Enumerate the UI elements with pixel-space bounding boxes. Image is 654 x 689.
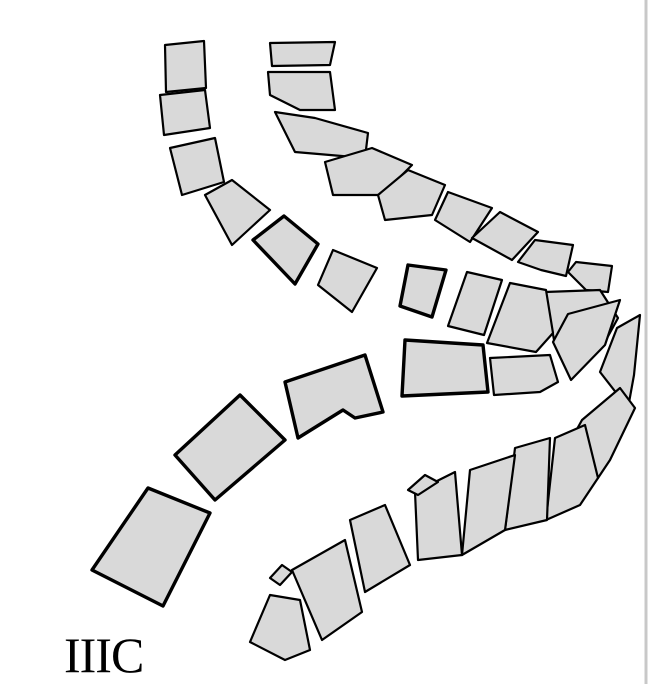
vertebra-lower-right-7 bbox=[350, 505, 410, 592]
vertebra-right-9 bbox=[568, 262, 612, 292]
vertebra-lower-left-2 bbox=[175, 395, 285, 500]
vertebra-lower-right-10 bbox=[270, 565, 292, 585]
vertebra-central-7 bbox=[490, 355, 558, 395]
right-upper-column bbox=[268, 42, 618, 352]
vertebra-right-2 bbox=[268, 72, 335, 110]
vertebra-left-6 bbox=[318, 250, 377, 312]
vertebra-left-5 bbox=[253, 216, 318, 284]
vertebra-lower-left-3 bbox=[92, 488, 210, 606]
vertebra-lower-right-4 bbox=[462, 455, 515, 555]
vertebra-lower-right-9 bbox=[250, 595, 310, 660]
vertebra-right-3 bbox=[275, 112, 368, 158]
vertebra-lower-left-1 bbox=[285, 355, 383, 438]
vertebra-right-1 bbox=[270, 42, 335, 66]
vertebra-central-6 bbox=[402, 340, 488, 396]
vertebra-left-2 bbox=[160, 90, 210, 135]
vertebra-central-1 bbox=[400, 265, 446, 317]
figure-label: IIIC bbox=[64, 630, 143, 680]
vertebra-left-3 bbox=[170, 138, 224, 195]
vertebra-left-1 bbox=[165, 41, 206, 92]
